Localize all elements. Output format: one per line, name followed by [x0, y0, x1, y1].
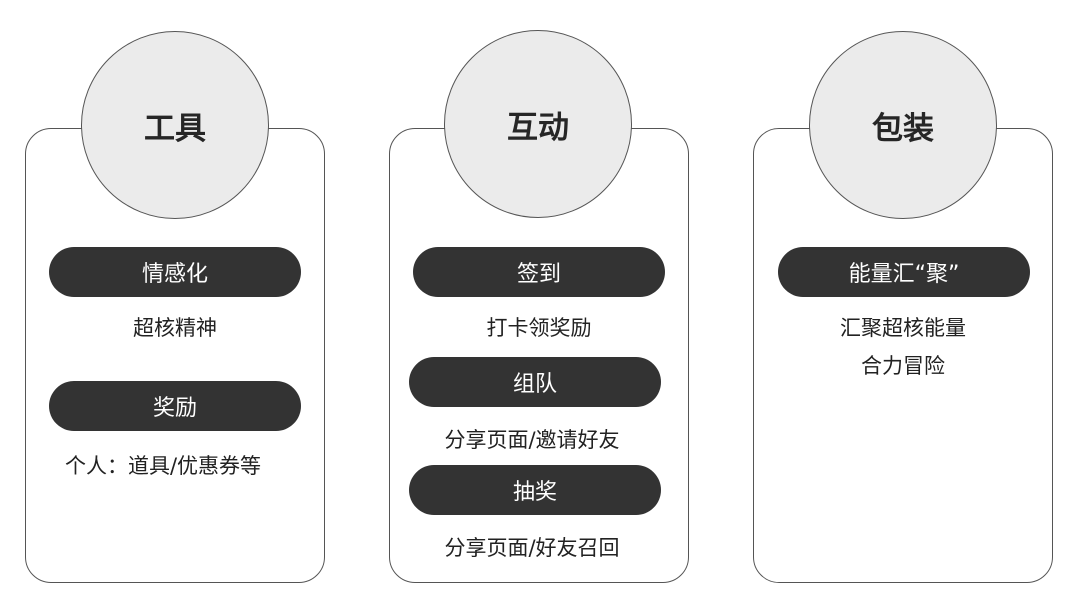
item-desc: 合力冒险: [861, 354, 945, 378]
column-title: 工具: [144, 110, 206, 147]
pill-label: 抽奖: [409, 465, 661, 515]
pill-label: 签到: [413, 247, 665, 297]
item-desc: 个人：道具/优惠券等: [64, 454, 262, 478]
column-title: 互动: [507, 109, 569, 146]
pill-label: 奖励: [49, 381, 301, 431]
column-title: 包装: [872, 110, 934, 147]
item-desc: 分享页面/邀请好友: [444, 428, 620, 452]
title-circle-tools: 工具: [81, 31, 269, 219]
item-desc: 打卡领奖励: [486, 316, 592, 340]
title-circle-interaction: 互动: [444, 30, 632, 218]
pill-label: 能量汇“聚”: [778, 247, 1030, 297]
pill-label: 情感化: [49, 247, 301, 297]
pill-label: 组队: [409, 357, 661, 407]
item-desc: 超核精神: [133, 316, 217, 340]
item-desc: 汇聚超核能量: [840, 316, 966, 340]
title-circle-packaging: 包装: [809, 31, 997, 219]
item-desc: 分享页面/好友召回: [444, 536, 620, 560]
